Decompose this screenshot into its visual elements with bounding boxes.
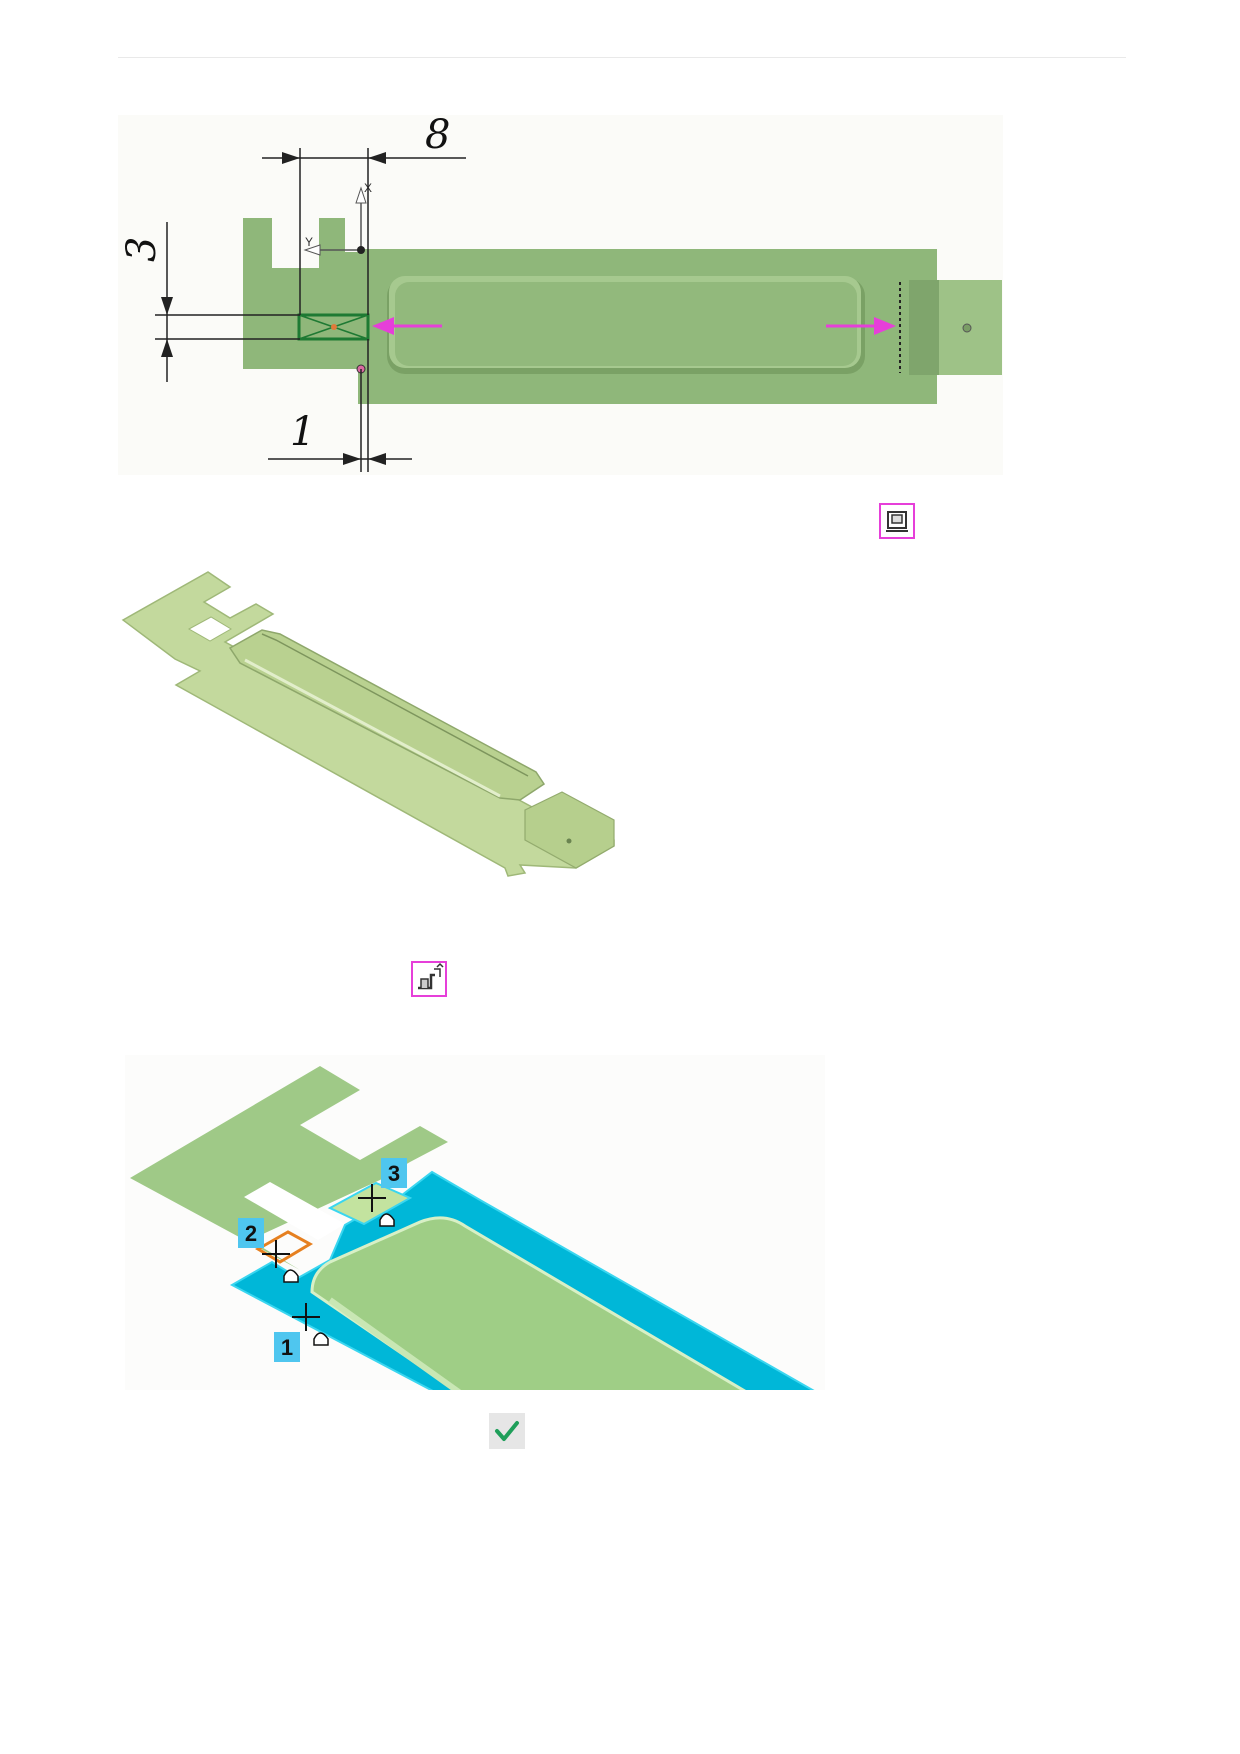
plate-flat [130,1066,448,1270]
dimension-bottom-value: 1 [290,409,315,455]
right-arrow-icon [874,317,896,335]
svg-text:3: 3 [388,1161,400,1186]
iso-emboss [228,629,546,801]
dimension-top-value: 8 [425,112,450,158]
left-arrow-icon [372,317,394,335]
marker-3 [381,1158,407,1188]
svg-text:1: 1 [281,1335,293,1360]
page-top-rule [118,57,1126,58]
emboss-face [310,1216,746,1390]
marker-1 [274,1332,300,1362]
dimension-left-value: 3 [119,237,165,262]
marker-2 [238,1218,264,1248]
bend-tool-icon[interactable] [411,961,447,997]
sheet-view-icon[interactable] [879,503,915,539]
axis-y-label: Y [305,235,313,249]
svg-text:2: 2 [245,1221,257,1246]
checkmark-icon[interactable] [489,1413,525,1449]
